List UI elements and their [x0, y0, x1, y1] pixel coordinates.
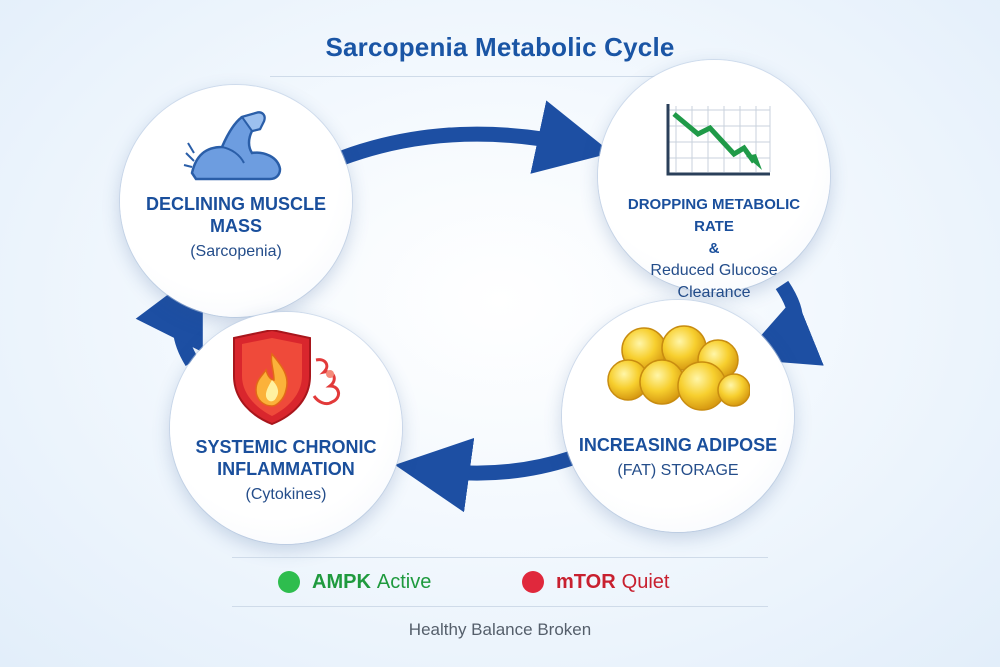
node-heading: INCREASING ADIPOSE [578, 435, 778, 455]
ampk-state: Active [376, 570, 432, 593]
node-heading: DROPPING METABOLIC RATE [627, 196, 801, 235]
legend-divider-bottom [232, 606, 768, 607]
node-heading: DECLINING MUSCLE MASS [146, 194, 326, 236]
flame-shield-icon [226, 328, 350, 431]
arrow-inflammation-to-muscle [135, 268, 203, 366]
node-increasing-adipose-storage: INCREASING ADIPOSE (FAT) STORAGE [562, 300, 794, 532]
node-subtitle-line1: Reduced Glucose [650, 262, 778, 279]
node-heading: SYSTEMIC CHRONIC INFLAMMATION [195, 437, 377, 479]
fat-cells-icon [606, 324, 751, 421]
mtor-label: mTOR [556, 570, 616, 593]
node-subtitle: (Sarcopenia) [190, 243, 282, 260]
title-divider [270, 76, 730, 77]
declining-chart-icon [662, 104, 772, 183]
mtor-status-dot [522, 571, 544, 593]
legend-ampk: AMPK Active [278, 567, 431, 597]
diagram-title: Sarcopenia Metabolic Cycle [325, 32, 675, 62]
footer-caption: Healthy Balance Broken [408, 620, 592, 639]
node-declining-muscle-mass: DECLINING MUSCLE MASS (Sarcopenia) [120, 85, 352, 317]
arrow-muscle-to-metabolic [339, 100, 612, 174]
node-ampersand: & [708, 240, 720, 257]
legend-divider-top [232, 557, 768, 558]
ampk-status-dot [278, 571, 300, 593]
arrow-metabolic-to-adipose [740, 280, 824, 366]
legend-mtor: mTOR Quiet [522, 567, 669, 597]
node-dropping-metabolic-rate: DROPPING METABOLIC RATE & Reduced Glucos… [598, 60, 830, 301]
ampk-label: AMPK [312, 570, 371, 593]
arrow-adipose-to-inflammation [394, 437, 575, 513]
node-systemic-chronic-inflammation: SYSTEMIC CHRONIC INFLAMMATION (Cytokines… [170, 312, 402, 544]
mtor-state: Quiet [621, 570, 670, 593]
node-subtitle: (FAT) STORAGE [617, 462, 739, 479]
flexed-arm-icon [182, 103, 292, 186]
node-subtitle-line2: Clearance [677, 284, 751, 301]
node-subtitle: (Cytokines) [245, 486, 327, 503]
